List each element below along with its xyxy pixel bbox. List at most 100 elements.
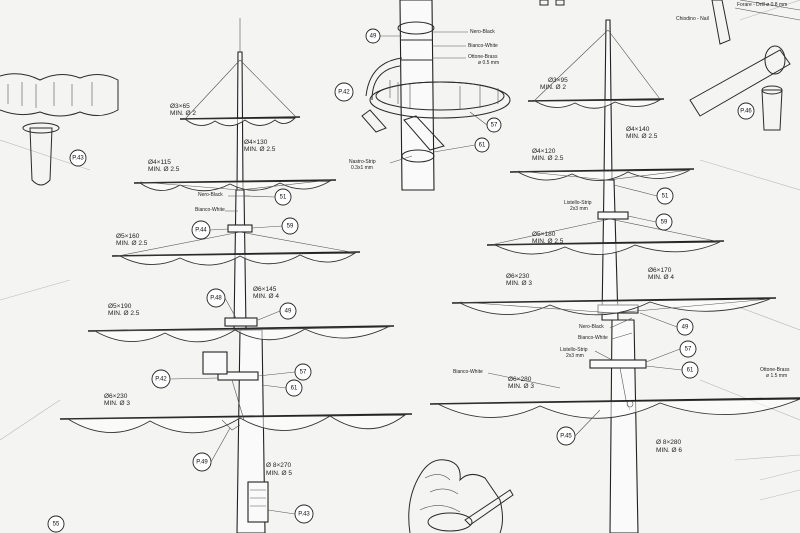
left-spar-4: Ø5×190 MIN. Ø 2.5 bbox=[108, 303, 140, 317]
right-spar-5-min: MIN. Ø 3 bbox=[508, 383, 534, 390]
left-mast-assembly bbox=[59, 18, 413, 533]
right-topmast-size: Ø4×140 bbox=[626, 126, 650, 133]
left-spar-3: Ø5×160 MIN. Ø 2.5 bbox=[116, 233, 148, 247]
right-fragment-ottone: Ottone-Brass bbox=[760, 367, 790, 373]
detail-callouts: 49 57 61 P.42 bbox=[334, 28, 502, 153]
svg-text:57: 57 bbox=[491, 123, 498, 129]
left-callout-57: 57 bbox=[294, 363, 312, 381]
detail-ottone-dim: ø 0.5 mm bbox=[478, 60, 499, 66]
svg-text:61: 61 bbox=[687, 368, 694, 374]
svg-text:61: 61 bbox=[479, 143, 486, 149]
svg-text:P.43: P.43 bbox=[298, 512, 310, 518]
svg-text:49: 49 bbox=[285, 309, 292, 315]
right-lower: Ø 8×280 MIN. Ø 6 bbox=[656, 439, 682, 454]
left-middle: Ø6×145 MIN. Ø 4 bbox=[253, 286, 279, 300]
right-topmast-min: MIN. Ø 2.5 bbox=[626, 133, 658, 140]
svg-text:P.48: P.48 bbox=[210, 296, 222, 302]
right-listello-top-dim: 2x3 mm bbox=[570, 206, 588, 212]
left-fragment-callouts: P.43 55 bbox=[47, 149, 87, 533]
left-callout-51: 51 bbox=[274, 188, 292, 206]
left-callout-49: 49 bbox=[279, 302, 297, 320]
fragment-callout-55: 55 bbox=[47, 515, 65, 533]
right-fragment-callouts: P.46 bbox=[737, 102, 755, 120]
left-spar-1-size: Ø3×65 bbox=[170, 103, 190, 110]
left-spar-4-min: MIN. Ø 2.5 bbox=[108, 310, 140, 317]
left-spar-5-size: Ø6×230 bbox=[104, 393, 128, 400]
right-spar-3-min: MIN. Ø 2.5 bbox=[532, 238, 564, 245]
svg-text:51: 51 bbox=[662, 194, 669, 200]
left-spar-5-min: MIN. Ø 3 bbox=[104, 400, 130, 407]
left-lower-size: Ø 8×270 bbox=[266, 462, 292, 469]
detail-ottone-label: Ottone-Brass bbox=[468, 54, 498, 60]
right-callout-59: 59 bbox=[655, 213, 673, 231]
right-lower-min: MIN. Ø 6 bbox=[656, 447, 682, 454]
detail-callout-57: 57 bbox=[486, 117, 502, 133]
right-callout-61: 61 bbox=[681, 361, 699, 379]
left-spar-4-size: Ø5×190 bbox=[108, 303, 132, 310]
svg-text:P.49: P.49 bbox=[196, 460, 208, 466]
svg-text:49: 49 bbox=[370, 34, 377, 40]
svg-text:P.46: P.46 bbox=[740, 109, 752, 115]
left-spar-3-size: Ø5×160 bbox=[116, 233, 140, 240]
svg-text:57: 57 bbox=[685, 347, 692, 353]
right-spar-2-size: Ø4×120 bbox=[532, 148, 556, 155]
left-spar-2: Ø4×115 MIN. Ø 2.5 bbox=[148, 159, 180, 173]
left-bianco-label: Bianco-White bbox=[195, 207, 225, 213]
left-spar-3-min: MIN. Ø 2.5 bbox=[116, 240, 148, 247]
right-fragment bbox=[539, 0, 800, 131]
right-callouts: 51 59 49 57 61 P.45 bbox=[556, 184, 699, 446]
right-spar-4: Ø6×230 MIN. Ø 3 bbox=[506, 273, 532, 287]
svg-text:P.42: P.42 bbox=[338, 90, 350, 96]
right-callout-57: 57 bbox=[679, 340, 697, 358]
svg-text:61: 61 bbox=[291, 386, 298, 392]
detail-nastro-label: Nastro-Strip bbox=[349, 159, 376, 165]
left-fragment bbox=[0, 73, 119, 186]
left-plate-p43: P.43 bbox=[294, 504, 314, 524]
right-spar-3: Ø5×180 MIN. Ø 2.5 bbox=[532, 231, 564, 245]
detail-plate-p42: P.42 bbox=[334, 82, 354, 102]
left-topmast: Ø4×130 MIN. Ø 2.5 bbox=[244, 139, 276, 153]
left-middle-min: MIN. Ø 4 bbox=[253, 293, 279, 300]
svg-text:P.44: P.44 bbox=[195, 228, 207, 234]
left-spar-5: Ø6×230 MIN. Ø 3 bbox=[104, 393, 130, 407]
svg-text:P.45: P.45 bbox=[560, 434, 572, 440]
right-listello-low-dim: 2x3 mm bbox=[566, 353, 584, 359]
left-spar-2-min: MIN. Ø 2.5 bbox=[148, 166, 180, 173]
svg-text:49: 49 bbox=[682, 325, 689, 331]
right-bianco-label: Bianco-White bbox=[578, 335, 608, 341]
right-fragment-ottone-dim: ø 1.5 mm bbox=[766, 373, 787, 379]
detail-bianco-label: Bianco-White bbox=[468, 43, 498, 49]
right-spar-4-min: MIN. Ø 3 bbox=[506, 280, 532, 287]
left-middle-size: Ø6×145 bbox=[253, 286, 277, 293]
right-middle-min: MIN. Ø 4 bbox=[648, 274, 674, 281]
left-spar-1-min: MIN. Ø 2 bbox=[170, 110, 196, 117]
right-fragment-labels: Forare - Drill ø 0.8 mm Chiodino - Nail … bbox=[676, 2, 790, 379]
svg-text:P.42: P.42 bbox=[155, 377, 167, 383]
right-bianco2-label: Bianco-White bbox=[453, 369, 483, 375]
mast-top-detail bbox=[361, 0, 511, 191]
left-topmast-size: Ø4×130 bbox=[244, 139, 268, 146]
right-callout-51: 51 bbox=[656, 187, 674, 205]
right-spar-1-min: MIN. Ø 2 bbox=[540, 84, 566, 91]
left-spar-2-size: Ø4×115 bbox=[148, 159, 171, 166]
fragment-plate-p46: P.46 bbox=[737, 102, 755, 120]
detail-callout-49: 49 bbox=[365, 28, 381, 44]
left-plate-p44: P.44 bbox=[191, 220, 211, 240]
left-nero-label: Nero-Black bbox=[198, 192, 223, 198]
left-plate-p49: P.49 bbox=[192, 452, 212, 472]
svg-text:P.43: P.43 bbox=[72, 156, 84, 162]
fragment-plate-p43: P.43 bbox=[69, 149, 87, 167]
chiodino-label: Chiodino - Nail bbox=[676, 16, 709, 22]
right-spar-2: Ø4×120 MIN. Ø 2.5 bbox=[532, 148, 564, 162]
right-spar-1: Ø3×95 MIN. Ø 2 bbox=[540, 77, 568, 91]
svg-text:57: 57 bbox=[300, 370, 307, 376]
right-lower-size: Ø 8×280 bbox=[656, 439, 682, 446]
right-spar-4-size: Ø6×230 bbox=[506, 273, 530, 280]
right-spar-1-size: Ø3×95 bbox=[548, 77, 568, 84]
right-spar-2-min: MIN. Ø 2.5 bbox=[532, 155, 564, 162]
forare-label: Forare - Drill ø 0.8 mm bbox=[737, 2, 787, 8]
right-middle: Ø6×170 MIN. Ø 4 bbox=[648, 267, 674, 281]
left-callouts: 51 59 49 57 61 P.44 P.48 P.42 P.49 P.43 bbox=[151, 188, 314, 524]
